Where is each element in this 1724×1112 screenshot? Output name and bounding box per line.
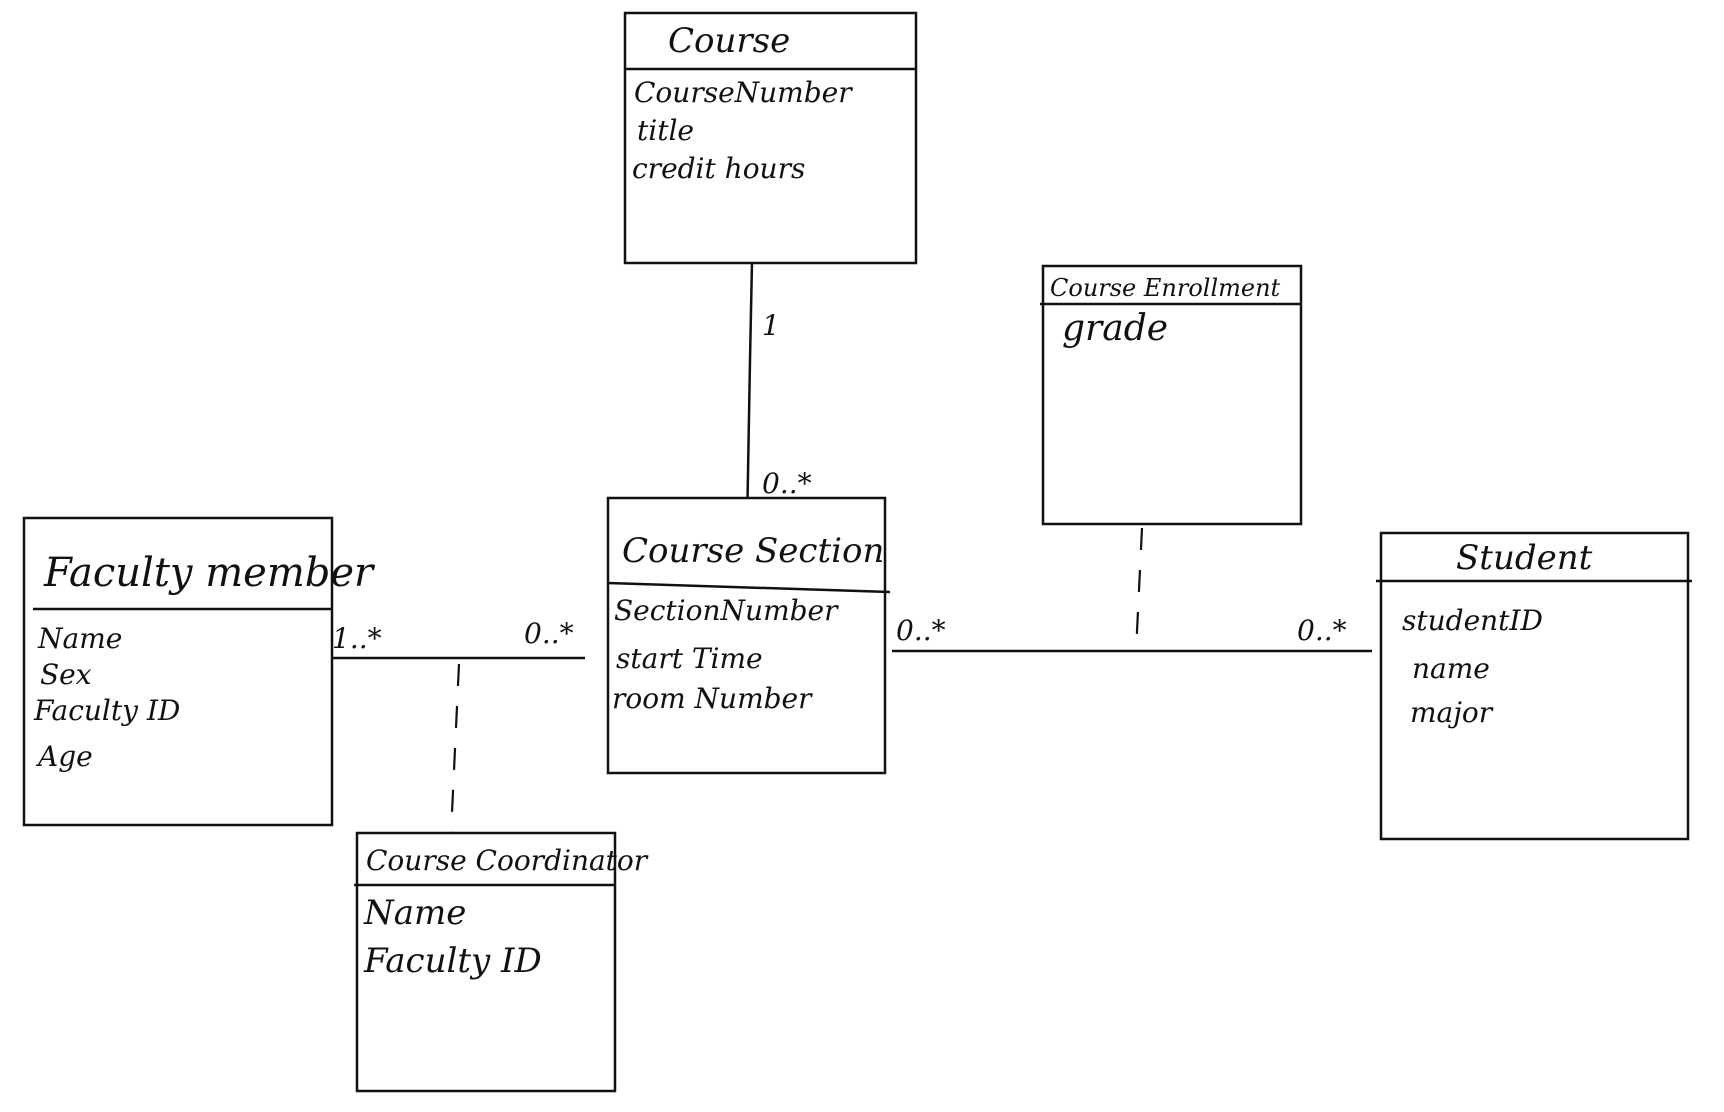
association-section-student: 0..* 0..* xyxy=(892,614,1372,653)
class-faculty-member[interactable]: Faculty member Name Sex Faculty ID Age xyxy=(22,516,376,827)
multiplicity-student-end: 0..* xyxy=(1297,614,1347,647)
class-course-enrollment-attribute: grade xyxy=(1062,308,1168,349)
class-faculty-member-attribute: Age xyxy=(35,740,93,773)
multiplicity-section-end-student: 0..* xyxy=(896,614,946,647)
class-student-attribute: name xyxy=(1412,652,1490,685)
class-course-section-attribute: room Number xyxy=(612,682,813,715)
association-course-section: 1 0..* xyxy=(745,261,812,531)
class-course-coordinator-attribute: Faculty ID xyxy=(363,941,542,981)
class-faculty-member-attribute: Name xyxy=(37,622,122,655)
class-faculty-member-attribute: Sex xyxy=(40,658,92,691)
class-course[interactable]: Course CourseNumber title credit hours xyxy=(623,11,918,265)
class-course-attribute: credit hours xyxy=(632,152,805,185)
class-course-enrollment[interactable]: Course Enrollment grade xyxy=(1040,264,1303,526)
association-faculty-section: 1..* 0..* xyxy=(327,617,585,660)
class-student-attribute: studentID xyxy=(1402,604,1543,637)
class-student-attribute: major xyxy=(1410,696,1494,729)
multiplicity-faculty-end: 1..* xyxy=(332,622,382,655)
class-course-coordinator-name: Course Coordinator xyxy=(366,844,649,877)
class-student[interactable]: Student studentID name major xyxy=(1376,531,1692,841)
class-student-name: Student xyxy=(1456,538,1593,578)
class-course-attribute: title xyxy=(637,114,694,147)
multiplicity-section-end-faculty: 0..* xyxy=(524,617,574,650)
class-course-section[interactable]: Course Section SectionNumber start Time … xyxy=(606,496,891,775)
class-faculty-member-attribute: Faculty ID xyxy=(33,694,180,727)
class-course-name: Course xyxy=(668,21,790,61)
class-course-section-attribute: SectionNumber xyxy=(614,594,839,627)
multiplicity-section-end-course: 0..* xyxy=(762,467,812,500)
class-course-coordinator[interactable]: Course Coordinator Name Faculty ID xyxy=(354,831,649,1093)
class-faculty-member-name: Faculty member xyxy=(43,550,376,596)
multiplicity-course-end: 1 xyxy=(762,309,780,342)
class-course-section-name: Course Section xyxy=(622,531,884,571)
association-class-link-coordinator xyxy=(449,663,461,835)
class-course-coordinator-attribute: Name xyxy=(363,893,466,933)
class-course-attribute: CourseNumber xyxy=(634,76,853,109)
class-course-section-attribute: start Time xyxy=(616,642,763,675)
class-course-enrollment-name: Course Enrollment xyxy=(1050,274,1281,302)
association-class-link-enrollment xyxy=(1134,527,1144,653)
